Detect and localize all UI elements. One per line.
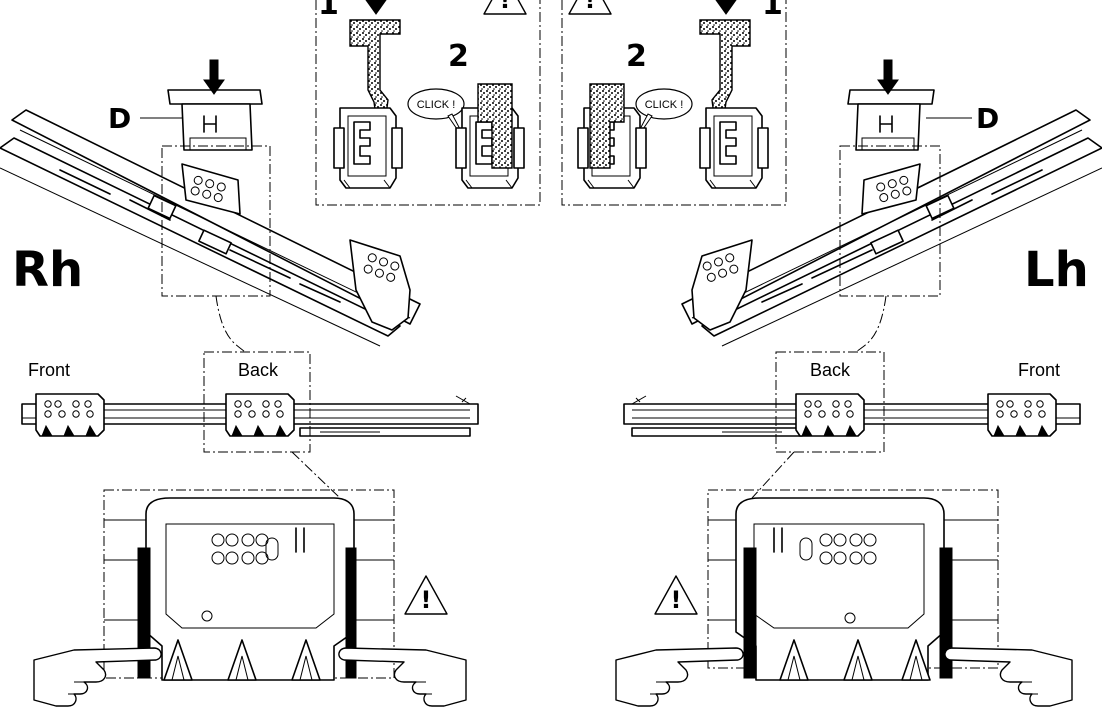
svg-text:Rh: Rh (12, 242, 83, 298)
top-left-step-box (315, 0, 541, 206)
front-label-right: Front (1018, 360, 1060, 380)
mech-part-left-1 (333, 107, 403, 189)
part-d-label-right: D (926, 102, 999, 135)
top-right-step-box (561, 0, 787, 206)
warning-triangle-icon: ! (404, 575, 448, 615)
svg-text:CLICK !: CLICK ! (417, 99, 456, 111)
back-label-left: Back (238, 360, 279, 380)
detail-view-right (707, 489, 999, 681)
mech-part-left-2 (455, 83, 525, 189)
step-one-label-right: 1 (762, 0, 783, 22)
svg-text:1: 1 (318, 0, 339, 22)
pointing-hand-icon (944, 647, 1073, 707)
mech-part-right-2 (577, 83, 647, 189)
step-one-label-left: 1 (318, 0, 339, 22)
side-runner-left (21, 351, 479, 499)
back-label-right: Back (810, 360, 851, 380)
warning-triangle-icon: ! (654, 575, 698, 615)
svg-text:Back: Back (238, 360, 279, 380)
down-arrow-icon (715, 0, 737, 15)
svg-text:D: D (108, 102, 131, 135)
part-d-label-left: D (108, 102, 182, 135)
svg-text:Lh: Lh (1024, 242, 1089, 298)
rh-label: Rh (12, 242, 83, 298)
detail-view-left (103, 489, 395, 681)
pointing-hand-icon (338, 647, 467, 707)
svg-text:Back: Back (810, 360, 851, 380)
rh-runner (0, 89, 421, 353)
warning-triangle-icon: ! (483, 0, 527, 15)
down-arrow-icon (203, 59, 225, 95)
down-arrow-icon (877, 59, 899, 95)
side-runner-right (623, 351, 1081, 499)
svg-text:!: ! (585, 0, 596, 14)
svg-text:1: 1 (762, 0, 783, 22)
svg-text:D: D (976, 102, 999, 135)
pointing-hand-icon (615, 647, 744, 707)
warning-triangle-icon: ! (568, 0, 612, 15)
svg-text:Front: Front (28, 360, 70, 380)
svg-text:!: ! (671, 586, 682, 614)
lh-runner (681, 89, 1102, 353)
svg-text:2: 2 (626, 39, 647, 74)
svg-text:CLICK !: CLICK ! (645, 99, 684, 111)
down-arrow-icon (365, 0, 387, 15)
step-two-label-left: 2 (448, 39, 469, 74)
svg-text:!: ! (421, 586, 432, 614)
svg-text:2: 2 (448, 39, 469, 74)
svg-text:Front: Front (1018, 360, 1060, 380)
mech-part-right-1 (699, 107, 769, 189)
step-two-label-right: 2 (626, 39, 647, 74)
front-label-left: Front (28, 360, 70, 380)
svg-text:!: ! (500, 0, 511, 14)
lh-label: Lh (1024, 242, 1089, 298)
